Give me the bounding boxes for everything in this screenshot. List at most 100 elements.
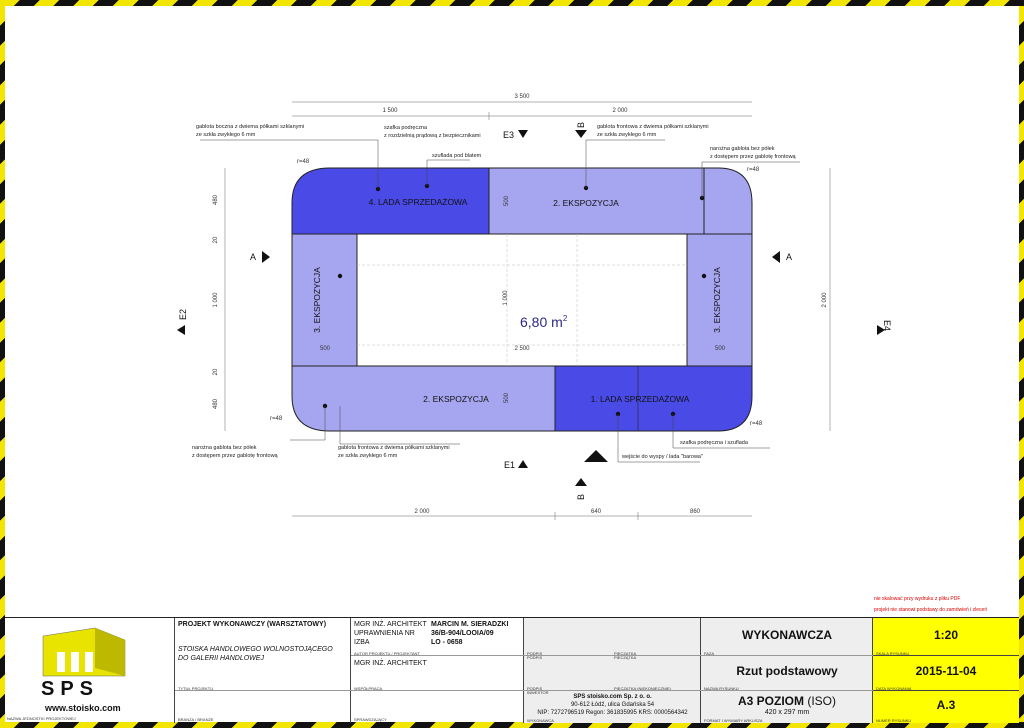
hazard-border-top	[0, 0, 1024, 6]
logo-url: www.stoisko.com	[45, 703, 121, 713]
dim-left-20a: 20	[213, 236, 219, 243]
marker-b-bottom: B	[576, 494, 586, 500]
sig-label-4: PIECZĄTKA (NIEKONIECZNIE)	[614, 686, 671, 691]
section-arrow-a-left	[262, 251, 270, 263]
counter-ekspo3-left	[291, 233, 358, 367]
counter-ekspo2-bottom	[291, 365, 556, 432]
marker-e4: E4	[882, 320, 892, 331]
section-arrow-b-bottom	[575, 478, 587, 486]
company-address: 90-612 Łódź, ulica Gdańska 54	[570, 702, 655, 708]
dim-top-right: 2 000	[612, 108, 628, 114]
architect-permit: 36/B-904/LOOIA/09	[431, 630, 494, 637]
warning-not-for-orders: projekt nie stanowi podstawy do zamówień…	[874, 607, 988, 613]
architect-izba: LO - 0658	[431, 639, 463, 646]
dim-left-1000: 1 000	[213, 292, 219, 308]
dim-bottom-right: 860	[690, 509, 701, 515]
entrance-triangle	[584, 450, 608, 462]
dim-bottom-mid: 640	[591, 509, 602, 515]
cowork-caption: WSPÓŁPRACA	[354, 686, 383, 691]
role-1-permit-label: UPRAWNIENIA NR	[354, 630, 415, 637]
zone-label-ekspo3-left: 3. EKSPOZYCJA	[312, 267, 322, 333]
format-dimensions: 420 x 297 mm	[764, 709, 810, 716]
annotation-side-cabinet-2: ze szkła zwykłego 6 mm	[196, 132, 256, 138]
hazard-border-right	[1019, 6, 1024, 722]
annotation-side-cabinet: gablota boczna z dwiema półkami szklanym…	[196, 124, 304, 130]
sheet-caption: NUMER RYSUNKU	[876, 718, 912, 723]
zone-label-ekspo3-right: 3. EKSPOZYCJA	[712, 267, 722, 333]
date-value: 2015-11-04	[915, 664, 977, 678]
warning-no-scale: nie skalować przy wydruku z pliku PDF	[874, 596, 961, 602]
project-type: PROJEKT WYKONAWCZY (WARSZTATOWY)	[178, 621, 327, 628]
marker-e2: E2	[178, 309, 188, 320]
annotation-front-cabinet-bottom-2: ze szkła zwykłego 6 mm	[338, 453, 398, 459]
company-caption: WYKONAWCA	[527, 718, 554, 723]
marker-e1: E1	[504, 460, 515, 470]
counter-ekspo2-top	[488, 167, 705, 235]
dim-right-2000: 2 000	[822, 292, 828, 308]
sig-label-5: PODPIS	[527, 655, 543, 660]
dim-inner-500c: 500	[504, 195, 510, 206]
annotation-corner-cabinet-top-2: z dostępem przez gablotę frontową	[710, 154, 797, 160]
project-title-caption: TYTUŁ PROJEKTU	[178, 686, 214, 691]
author-caption: AUTOR PROJEKTU / PROJEKTANT	[354, 651, 420, 656]
title-block: SPS www.stoisko.com NAZWA JEDNOSTKI PROJ…	[5, 617, 1019, 723]
phase-caption: FAZA	[704, 651, 715, 656]
dim-inner-500d: 500	[504, 392, 510, 403]
drawing-name: Rzut podstawowy	[736, 664, 838, 678]
architect-cell: MGR INŻ. ARCHITEKT UPRAWNIENIA NR IZBA M…	[351, 618, 524, 723]
elevation-arrow-e2	[177, 325, 185, 335]
annotation-front-cabinet-2: ze szkła zwykłego 6 mm	[597, 132, 657, 138]
counter-lada1	[554, 365, 753, 432]
hazard-border-left	[0, 6, 5, 722]
dim-top-total: 3 500	[514, 94, 530, 100]
dim-radius-2: r=48	[747, 167, 760, 173]
format-caption: FORMAT I WYMIARY ARKUSZA	[704, 718, 763, 723]
dim-inner-2500: 2 500	[514, 346, 530, 352]
dim-inner-500a: 500	[320, 346, 331, 352]
annotation-front-cabinet-bottom: gablota frontowa z dwiema półkami szklan…	[338, 445, 450, 451]
logo-caption: NAZWA JEDNOSTKI PROJEKTOWEJ	[7, 716, 76, 721]
dim-left-480a: 480	[213, 194, 219, 205]
scale-value: 1:20	[933, 628, 959, 642]
section-arrow-a-right	[772, 251, 780, 263]
dim-bottom-left: 2 000	[414, 509, 430, 515]
marker-b-top: B	[576, 122, 586, 128]
company-name: SPS stoisko.com Sp. z o. o.	[573, 694, 652, 700]
project-title-1: STOISKA HANDLOWEGO WOLNOSTOJĄCEGO	[178, 646, 333, 653]
dim-inner-1000: 1 000	[503, 290, 509, 306]
check-caption: SPRAWDZAJĄCY	[354, 717, 387, 722]
hazard-border-bottom	[0, 722, 1024, 728]
sig-label-6: PIECZĄTKA	[614, 655, 637, 660]
annotation-cabinet-2: z rozdzielnią prądową z bezpiecznikami	[384, 133, 481, 139]
elevation-arrow-e1	[518, 460, 528, 468]
marker-e3: E3	[503, 130, 514, 140]
dim-inner-500b: 500	[715, 346, 726, 352]
project-title-2: DO GALERII HANDLOWEJ	[178, 655, 264, 662]
scale-cell: 1:20 SKALA RYSUNKU 2015-11-04 DATA WYKON…	[873, 618, 1019, 723]
sps-logo-icon	[42, 627, 126, 677]
annotation-corner-cabinet-bottom-2: z dostępem przez gablotę frontową	[192, 453, 279, 459]
scale-caption: SKALA RYSUNKU	[876, 651, 910, 656]
sig-label-1: PODPIS	[527, 651, 543, 656]
dim-radius-4: r=48	[750, 421, 763, 427]
marker-a-left: A	[250, 252, 256, 262]
annotation-front-cabinet: gablota frontowa z dwiema półkami szklan…	[597, 124, 709, 130]
sig-label-3: PODPIS	[527, 686, 543, 691]
annotation-entrance: wejście do wyspy / lada "barowa"	[621, 454, 703, 460]
zone-label-ekspo2-bottom: 2. EKSPOZYCJA	[423, 394, 489, 404]
area-label: 6,80 m2	[520, 314, 568, 330]
date-caption: DATA WYKONANIA	[876, 686, 912, 691]
signature-cell: PODPIS PIECZĄTKA PODPIS PIECZĄTKA (NIEKO…	[524, 618, 701, 723]
annotation-corner-cabinet-bottom: narożna gablota bez półek	[192, 445, 257, 451]
marker-a-right: A	[786, 252, 792, 262]
dim-top-left: 1 500	[382, 108, 398, 114]
annotation-cabinet: szafka podręczna	[384, 125, 428, 131]
section-arrow-b-top	[575, 130, 587, 138]
project-cell: PROJEKT WYKONAWCZY (WARSZTATOWY) STOISKA…	[175, 618, 351, 723]
phase: WYKONAWCZA	[742, 628, 832, 642]
format: A3 POZIOM (ISO)	[737, 694, 836, 708]
dim-left-20b: 20	[213, 368, 219, 375]
dim-radius-1: r=48	[297, 159, 310, 165]
annotation-drawer: szuflada pod blatem	[432, 153, 482, 159]
